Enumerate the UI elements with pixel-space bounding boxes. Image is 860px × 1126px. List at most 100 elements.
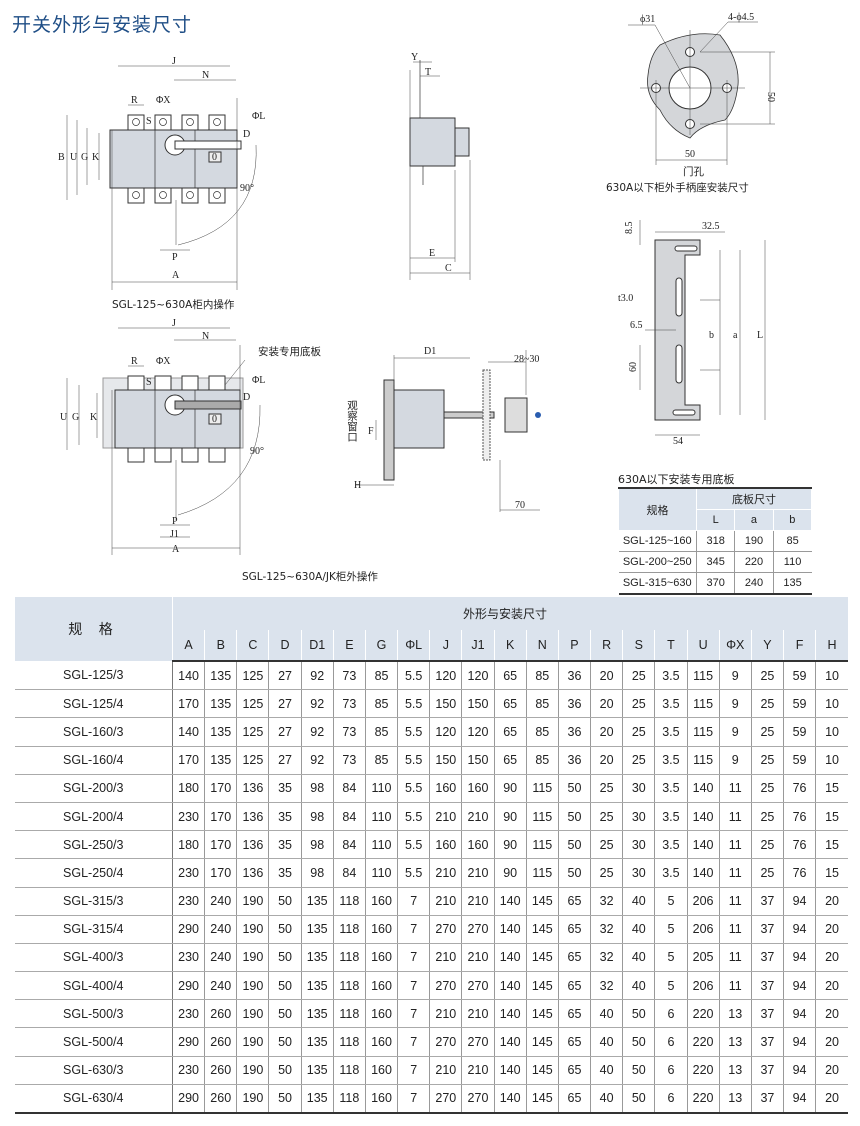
table-cell: 110 bbox=[773, 551, 812, 573]
dimension-label: R bbox=[131, 95, 138, 106]
table-cell: 37 bbox=[751, 887, 784, 916]
table-cell: 6 bbox=[654, 1056, 688, 1085]
table-cell: 140 bbox=[494, 999, 527, 1029]
table-cell: 118 bbox=[333, 943, 366, 973]
table-cell: 37 bbox=[751, 943, 784, 973]
dimension-label: J1 bbox=[170, 529, 179, 540]
table-cell: 135 bbox=[301, 971, 334, 1001]
table-cell: 150 bbox=[461, 746, 495, 775]
table-cell: 120 bbox=[461, 661, 495, 691]
table-cell: 290 bbox=[172, 1027, 206, 1057]
table-cell: 118 bbox=[333, 1084, 366, 1114]
table-cell: 84 bbox=[333, 858, 366, 888]
table-cell: 136 bbox=[236, 802, 270, 832]
dimension-label: U bbox=[70, 152, 78, 163]
table-cell: 160 bbox=[429, 774, 463, 803]
table-cell: 135 bbox=[204, 717, 238, 747]
table-cell: 206 bbox=[687, 915, 720, 944]
table-cell: 10 bbox=[815, 661, 848, 691]
table-cell: 140 bbox=[687, 858, 720, 888]
table-cell: 98 bbox=[301, 774, 334, 803]
table-cell: 140 bbox=[494, 1084, 527, 1114]
dimension-label: 50 bbox=[685, 149, 695, 160]
table-cell: 160 bbox=[365, 1084, 399, 1114]
table-cell: 5 bbox=[654, 915, 688, 944]
dimension-label: 门孔 bbox=[683, 165, 704, 178]
table-cell: 20 bbox=[590, 746, 624, 775]
table-cell: 15 bbox=[815, 774, 848, 803]
table-cell: 125 bbox=[236, 746, 270, 775]
table-cell: 140 bbox=[172, 717, 206, 747]
table-cell: 65 bbox=[558, 887, 592, 916]
table-cell: 65 bbox=[558, 943, 592, 973]
table-cell: 50 bbox=[268, 915, 302, 944]
column-header: D bbox=[268, 630, 302, 662]
table-cell: 5.5 bbox=[397, 746, 431, 775]
table-cell: 3.5 bbox=[654, 689, 688, 719]
table-cell: 35 bbox=[268, 774, 302, 803]
table-cell: SGL-315~630 bbox=[618, 572, 697, 595]
table-cell: 270 bbox=[429, 971, 463, 1001]
dimension-label: S bbox=[146, 377, 152, 388]
table-cell: 30 bbox=[622, 858, 656, 888]
column-header: R bbox=[590, 630, 623, 662]
table-cell: 260 bbox=[204, 999, 238, 1029]
table-cell: 36 bbox=[558, 661, 592, 691]
table-cell: 90 bbox=[494, 802, 527, 832]
table-cell: 270 bbox=[429, 915, 463, 944]
dimension-label: E bbox=[429, 248, 435, 259]
table-cell: 115 bbox=[526, 802, 559, 832]
table-cell: 115 bbox=[687, 717, 720, 747]
table-cell: 37 bbox=[751, 915, 784, 944]
dimension-label: 安装专用底板 bbox=[258, 345, 321, 358]
table-cell: 5.5 bbox=[397, 858, 431, 888]
group-header: 外形与安装尺寸 bbox=[172, 597, 848, 630]
table-cell: 7 bbox=[397, 943, 431, 973]
model-cell: SGL-160/4 bbox=[14, 746, 173, 775]
dimension-label: A bbox=[172, 544, 180, 555]
table-cell: 160 bbox=[461, 774, 495, 803]
table-cell: 3.5 bbox=[654, 746, 688, 775]
table-cell: 25 bbox=[590, 830, 624, 860]
page-title: 开关外形与安装尺寸 bbox=[12, 14, 193, 36]
table-cell: 140 bbox=[494, 943, 527, 973]
table-cell: 220 bbox=[734, 551, 774, 573]
handle-icon bbox=[174, 400, 242, 410]
table-cell: 270 bbox=[429, 1084, 463, 1114]
table-cell: 145 bbox=[526, 887, 559, 916]
table-cell: 205 bbox=[687, 943, 720, 973]
table-cell: 11 bbox=[719, 915, 752, 944]
technical-drawings: 0 J N R ΦX S ΦL D B U G K 90° P A SGL-12… bbox=[58, 12, 776, 583]
table-cell: 170 bbox=[172, 689, 206, 719]
table-cell: 27 bbox=[268, 661, 302, 691]
model-cell: SGL-200/4 bbox=[14, 802, 173, 832]
table-cell: 3.5 bbox=[654, 717, 688, 747]
table-cell: 3.5 bbox=[654, 802, 688, 832]
column-header: H bbox=[815, 630, 848, 662]
table-cell: 92 bbox=[301, 689, 334, 719]
table-cell: 85 bbox=[365, 717, 399, 747]
table-cell: 85 bbox=[526, 661, 559, 691]
table-cell: 40 bbox=[590, 1027, 624, 1057]
table-cell: 118 bbox=[333, 1027, 366, 1057]
table-cell: 136 bbox=[236, 774, 270, 803]
table-cell: 6 bbox=[654, 1084, 688, 1114]
table-cell: 6 bbox=[654, 1027, 688, 1057]
table-cell: 84 bbox=[333, 774, 366, 803]
dimension-label: D bbox=[243, 392, 250, 403]
table-cell: 120 bbox=[429, 661, 463, 691]
table-cell: 20 bbox=[815, 971, 848, 1001]
table-cell: 50 bbox=[268, 971, 302, 1001]
table-cell: 73 bbox=[333, 746, 366, 775]
table-cell: 135 bbox=[301, 887, 334, 916]
table-cell: 65 bbox=[494, 661, 527, 691]
table-cell: 50 bbox=[268, 1056, 302, 1085]
table-cell: 7 bbox=[397, 915, 431, 944]
table-cell: 7 bbox=[397, 1027, 431, 1057]
table-cell: 65 bbox=[558, 1084, 592, 1114]
table-cell: 13 bbox=[719, 1056, 752, 1085]
